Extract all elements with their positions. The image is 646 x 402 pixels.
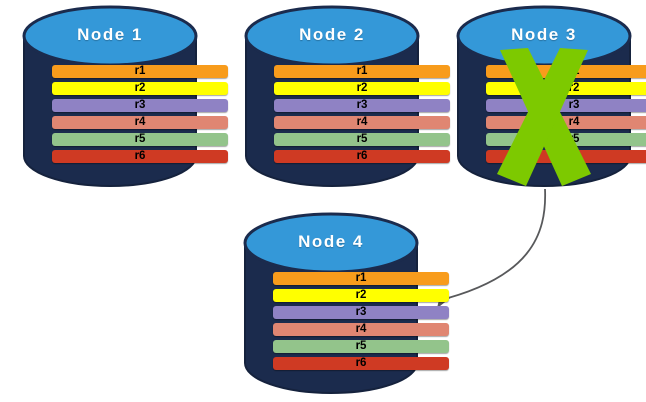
node-1[interactable]: Node 1 r1 r2 r3 r4 r5 r6 xyxy=(22,5,228,187)
row-r1[interactable]: r1 xyxy=(274,65,450,78)
node-3[interactable]: Node 3 r1 r2 r3 r4 r5 r6 xyxy=(456,5,646,187)
row-r2[interactable]: r2 xyxy=(486,82,646,95)
node-4[interactable]: Node 4 r1 r2 r3 r4 r5 r6 xyxy=(243,212,449,394)
row-r4[interactable]: r4 xyxy=(486,116,646,129)
row-r2[interactable]: r2 xyxy=(273,289,449,302)
row-r6[interactable]: r6 xyxy=(273,357,449,370)
row-r5[interactable]: r5 xyxy=(273,340,449,353)
row-r5[interactable]: r5 xyxy=(274,133,450,146)
row-r4[interactable]: r4 xyxy=(52,116,228,129)
row-r3[interactable]: r3 xyxy=(274,99,450,112)
row-r2[interactable]: r2 xyxy=(52,82,228,95)
row-r4[interactable]: r4 xyxy=(274,116,450,129)
node-4-rows: r1 r2 r3 r4 r5 r6 xyxy=(243,272,479,370)
row-r1[interactable]: r1 xyxy=(486,65,646,78)
row-r4[interactable]: r4 xyxy=(273,323,449,336)
node-1-rows: r1 r2 r3 r4 r5 r6 xyxy=(22,65,258,163)
row-r3[interactable]: r3 xyxy=(273,306,449,319)
row-r3[interactable]: r3 xyxy=(52,99,228,112)
row-r6[interactable]: r6 xyxy=(52,150,228,163)
node-2-rows: r1 r2 r3 r4 r5 r6 xyxy=(244,65,480,163)
node-3-rows: r1 r2 r3 r4 r5 r6 xyxy=(456,65,646,163)
row-r6[interactable]: r6 xyxy=(274,150,450,163)
row-r1[interactable]: r1 xyxy=(52,65,228,78)
row-r3[interactable]: r3 xyxy=(486,99,646,112)
row-r6[interactable]: r6 xyxy=(486,150,646,163)
row-r5[interactable]: r5 xyxy=(52,133,228,146)
node-2[interactable]: Node 2 r1 r2 r3 r4 r5 r6 xyxy=(244,5,450,187)
row-r2[interactable]: r2 xyxy=(274,82,450,95)
row-r5[interactable]: r5 xyxy=(486,133,646,146)
row-r1[interactable]: r1 xyxy=(273,272,449,285)
